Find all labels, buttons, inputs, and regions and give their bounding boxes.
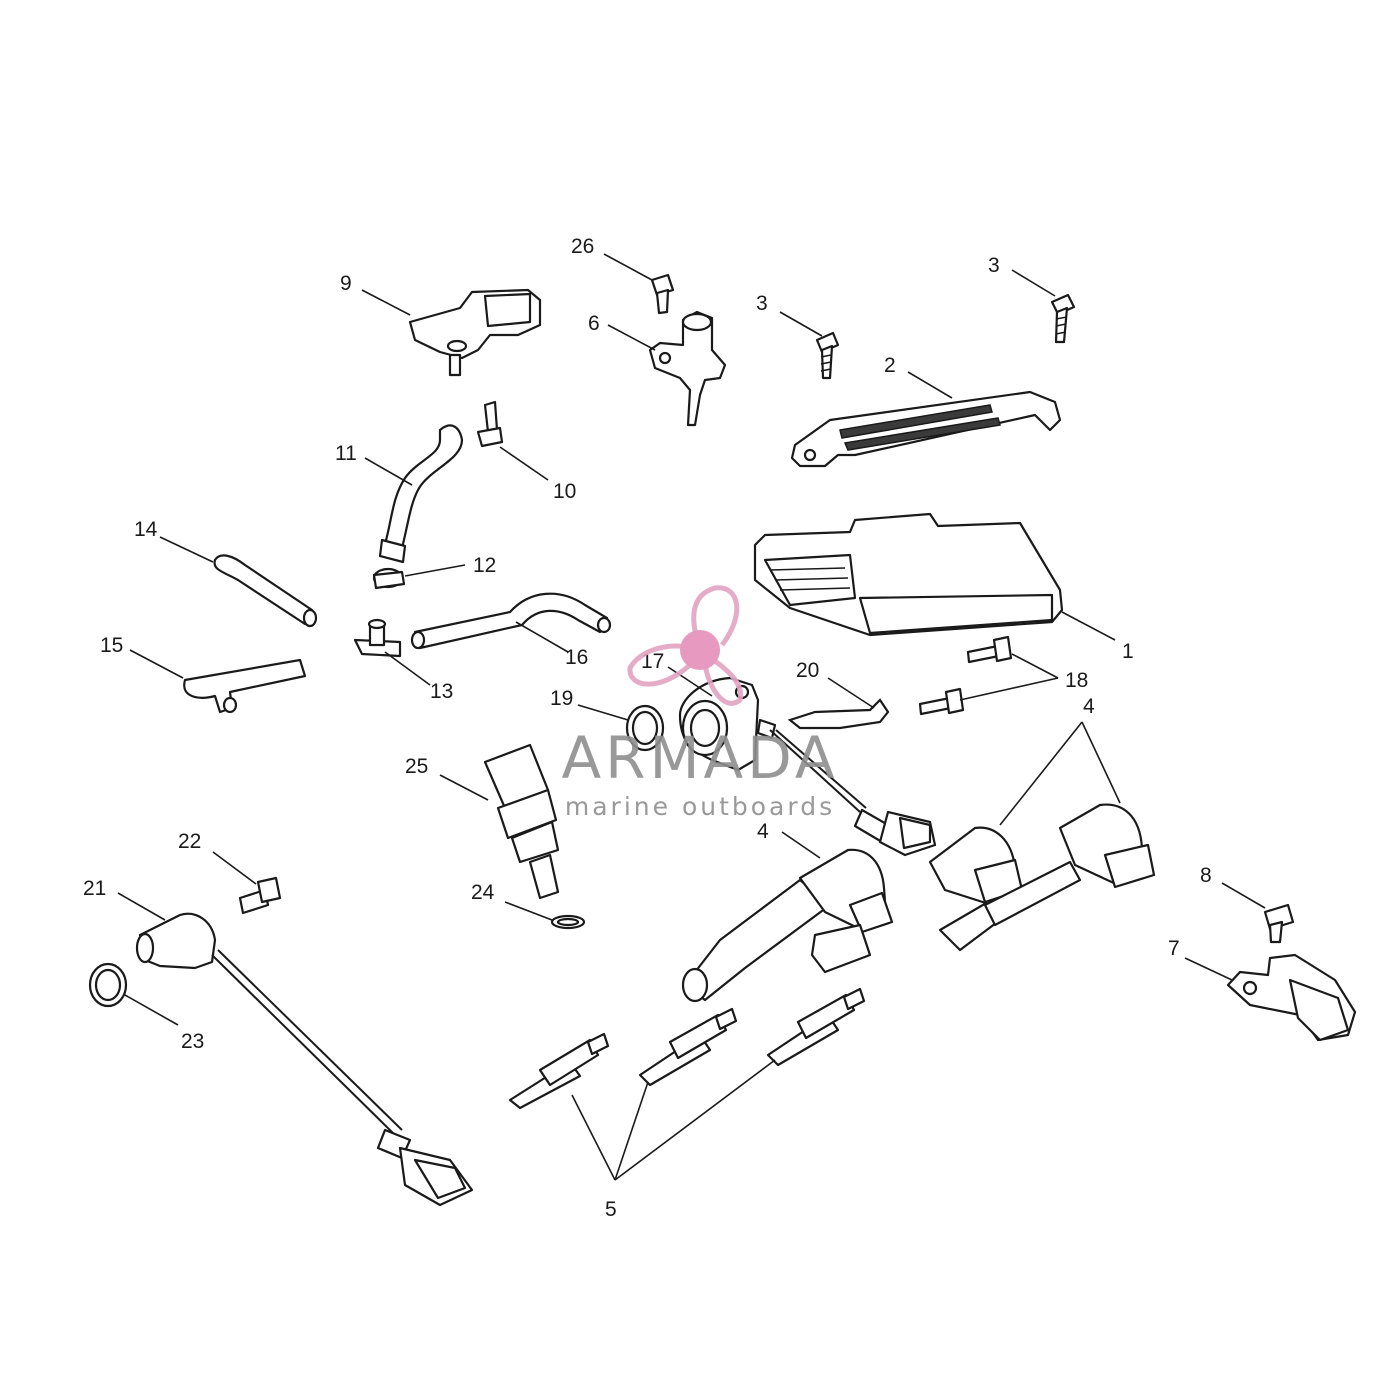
callout-18: 18 — [1065, 669, 1088, 692]
part-22-bolt — [238, 876, 282, 915]
callout-16: 16 — [565, 646, 588, 669]
callout-19: 19 — [550, 687, 573, 710]
callout-9: 9 — [340, 272, 352, 295]
callout-23: 23 — [181, 1030, 204, 1053]
callout-21: 21 — [83, 877, 106, 900]
callout-22: 22 — [178, 830, 201, 853]
callout-12: 12 — [473, 554, 496, 577]
callout-7: 7 — [1168, 937, 1180, 960]
part-16-hose — [410, 592, 612, 650]
part-9-map-sensor — [408, 288, 542, 377]
part-4-coil-a — [681, 848, 894, 1003]
callout-10: 10 — [553, 480, 576, 503]
callout-14: 14 — [134, 518, 158, 541]
leader-lines — [117, 253, 1266, 1181]
callout-4b: 4 — [757, 820, 769, 843]
part-25-sensor — [483, 743, 560, 900]
callout-6: 6 — [588, 312, 600, 335]
part-13-tee — [353, 618, 402, 658]
callout-5: 5 — [605, 1198, 617, 1221]
part-26-bolt — [650, 273, 675, 315]
callout-13: 13 — [430, 680, 453, 703]
part-19-oring — [625, 704, 665, 752]
callout-1: 1 — [1122, 640, 1134, 663]
part-21-sensor — [135, 912, 474, 1207]
part-5-plug-a — [508, 1032, 610, 1110]
callout-8: 8 — [1200, 864, 1212, 887]
callout-25: 25 — [405, 755, 428, 778]
part-7-sensor — [1226, 953, 1357, 1042]
watermark-subtitle: marine outboards — [565, 792, 835, 821]
part-6-sensor — [648, 310, 727, 427]
callout-3a: 3 — [756, 292, 768, 315]
watermark: ARMADA marine outboards — [561, 585, 838, 821]
callout-24: 24 — [471, 881, 495, 904]
callout-2: 2 — [884, 354, 896, 377]
callout-3b: 3 — [988, 254, 1000, 277]
callout-4a: 4 — [1083, 695, 1095, 718]
part-15-hose — [183, 658, 307, 714]
part-2-bracket — [790, 390, 1062, 468]
part-3-screw-a — [815, 331, 840, 380]
part-5-plug-c — [766, 987, 866, 1067]
part-10-bolt — [476, 400, 504, 448]
callout-labels: 1 2 3 3 4 4 5 6 7 8 9 10 11 12 13 14 15 … — [83, 235, 1212, 1221]
callout-15: 15 — [100, 634, 123, 657]
part-12-clamp — [372, 567, 406, 590]
callout-17: 17 — [641, 650, 664, 673]
propeller-logo-icon — [627, 585, 744, 706]
watermark-title: ARMADA — [561, 724, 838, 792]
part-18-bolt-a — [966, 635, 1013, 664]
part-3-screw-b — [1050, 293, 1076, 344]
callout-11: 11 — [335, 442, 357, 465]
part-4-coil-c — [983, 803, 1156, 927]
part-11-hose — [378, 424, 464, 564]
part-14-hose — [213, 554, 318, 628]
callout-26: 26 — [571, 235, 594, 258]
part-23-oring — [88, 962, 128, 1008]
part-4-coil-b — [928, 826, 1024, 952]
part-1-ecu — [753, 512, 1064, 637]
part-24-oring — [550, 914, 586, 930]
part-5-plug-b — [638, 1007, 738, 1087]
part-18-bolt-b — [918, 687, 965, 716]
callout-20: 20 — [796, 659, 819, 682]
part-8-bolt — [1263, 903, 1295, 944]
part-20-clip — [787, 698, 890, 730]
